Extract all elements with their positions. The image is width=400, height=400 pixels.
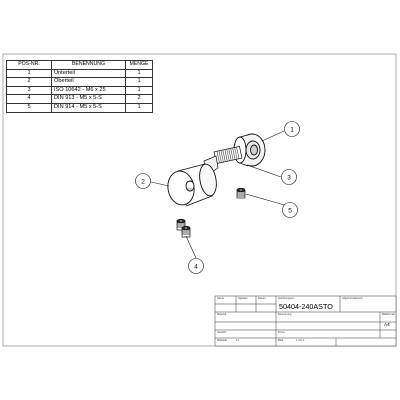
- balloon-2: 2: [135, 173, 151, 189]
- header-pos: POS-NR.: [6, 60, 52, 70]
- table-row: 5 DIN 914 - M5 x 5-S 1: [6, 102, 153, 113]
- row-name: Oberteil: [51, 77, 126, 87]
- title-block-label-company: Firma: [278, 331, 285, 334]
- parts-list-table: POS-NR. BENENNUNG MENGE 1 Unterteil 1 2 …: [6, 60, 153, 113]
- leader-lines: [150, 130, 289, 259]
- row-pos: 3: [6, 85, 52, 96]
- header-name: BENENNUNG: [51, 60, 126, 70]
- title-block-label-tolerance: Allgemeintoleranz: [342, 297, 363, 300]
- header-qty: MENGE: [125, 60, 153, 70]
- title-block-label-signature: Signatur: [238, 297, 248, 300]
- title-block-label-material: Material: [217, 313, 227, 316]
- title-block-label-sheet: Blatt: [278, 339, 284, 342]
- balloon-5: 5: [282, 202, 298, 218]
- row-name: DIN 914 - M5 x 5-S: [51, 102, 126, 113]
- scale-value: 1:1: [236, 339, 240, 342]
- title-block-label-name: Name: [217, 297, 224, 300]
- title-block: [214, 295, 397, 347]
- row-qty: 1: [125, 85, 153, 96]
- balloon-4: 4: [188, 258, 204, 274]
- row-name: Unterteil: [51, 68, 126, 79]
- row-qty: 1: [125, 102, 153, 113]
- table-row: 4 DIN 913 - M5 x 5-S 2: [6, 94, 153, 104]
- sheet-value: 1 von 1: [296, 339, 305, 342]
- title-block-label-format: Blattformat: [382, 313, 395, 316]
- row-qty: 1: [125, 68, 153, 79]
- part-2-cylinder: [167, 163, 217, 207]
- row-pos: 2: [6, 77, 52, 87]
- title-block-label-date: Datum: [258, 297, 266, 300]
- part-4-set-screw-b: [181, 225, 191, 238]
- part-number: 50404-240ASTO: [279, 302, 333, 311]
- balloon-4-label: 4: [194, 264, 198, 271]
- balloon-2-label: 2: [141, 179, 145, 186]
- row-pos: 1: [6, 68, 52, 79]
- row-name: DIN 913 - M5 x 5-S: [51, 94, 126, 104]
- row-qty: 2: [125, 94, 153, 104]
- part-5-set-screw: [236, 187, 246, 199]
- balloon-1: 1: [284, 121, 300, 137]
- parts-list-header-row: POS-NR. BENENNUNG MENGE: [6, 60, 153, 70]
- row-pos: 4: [6, 94, 52, 104]
- balloon-5-label: 5: [288, 208, 292, 215]
- title-block-label-drawing-no: Zeichnungsnr.: [278, 297, 295, 300]
- table-row: 1 Unterteil 1: [6, 68, 153, 79]
- sheet-format: A4: [384, 322, 390, 327]
- row-pos: 5: [6, 102, 52, 113]
- balloon-1-label: 1: [290, 127, 294, 134]
- row-name: ISO 10642 - M6 x 25: [51, 85, 126, 96]
- title-block-label-scale: Maßstab: [217, 339, 228, 342]
- title-block-label-weight: Gewicht: [217, 331, 227, 334]
- part-4-set-screw-a: [176, 218, 186, 231]
- row-qty: 1: [125, 77, 153, 87]
- title-block-label-title: Benennung: [278, 313, 292, 316]
- table-row: 2 Oberteil 1: [6, 77, 153, 87]
- balloon-3-label: 3: [287, 175, 291, 182]
- drawing-frame: [2, 53, 397, 347]
- balloon-3: 3: [281, 169, 297, 185]
- table-row: 3 ISO 10642 - M6 x 25 1: [6, 85, 153, 96]
